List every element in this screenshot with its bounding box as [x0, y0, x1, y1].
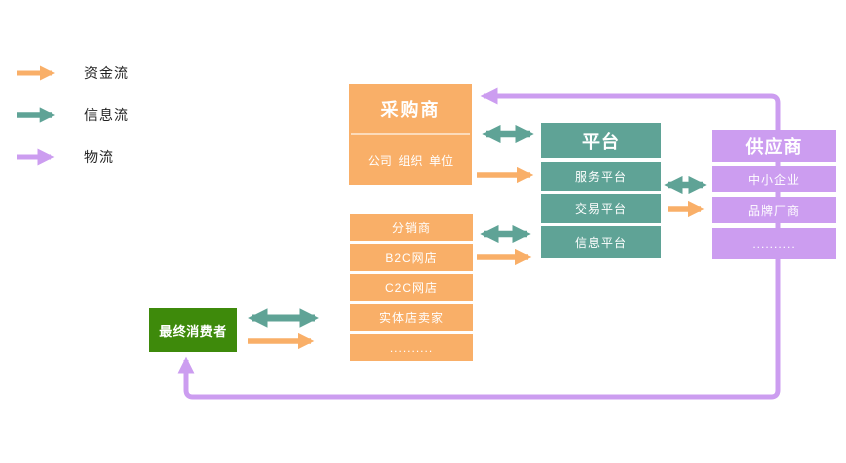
information-flow-arrow-icon — [17, 107, 56, 123]
legend-item-information-flow: 信息流 — [16, 105, 129, 125]
platform-header: 平台 — [541, 123, 661, 158]
purchaser-box: 采购商 公司 组织 单位 — [349, 84, 472, 185]
supplier-row-ellipsis: .......... — [712, 228, 836, 259]
platform-row-service: 服务平台 — [541, 162, 661, 191]
supplier-row-sme: 中小企业 — [712, 166, 836, 192]
supplier-header: 供应商 — [712, 130, 836, 162]
legend-item-logistics-flow: 物流 — [16, 147, 114, 167]
sellers-row-distributor: 分销商 — [350, 214, 473, 241]
platform-row-trade: 交易平台 — [541, 194, 661, 223]
consumer-box: 最终消费者 — [149, 308, 237, 352]
sellers-row-ellipsis: .......... — [350, 334, 473, 361]
sellers-row-c2c-store: C2C网店 — [350, 274, 473, 301]
logistics-flow-arrow-icon — [17, 148, 55, 166]
legend-item-capital-flow: 资金流 — [16, 63, 129, 83]
legend-label-information-flow: 信息流 — [84, 107, 129, 123]
legend-label-logistics-flow: 物流 — [84, 149, 114, 165]
supplier-row-brand: 品牌厂商 — [712, 197, 836, 223]
purchaser-title: 采购商 — [380, 99, 441, 120]
purchaser-subtitle: 公司 组织 单位 — [367, 153, 454, 168]
capital-flow-arrow-icon — [17, 65, 55, 81]
sellers-row-b2c-store: B2C网店 — [350, 244, 473, 271]
logistics-line-supplier-to-consumer-arrow — [177, 259, 781, 400]
platform-row-information: 信息平台 — [541, 226, 661, 258]
legend-label-capital-flow: 资金流 — [84, 65, 129, 81]
purchaser-divider — [351, 133, 470, 135]
sellers-row-physical-store: 实体店卖家 — [350, 304, 473, 331]
